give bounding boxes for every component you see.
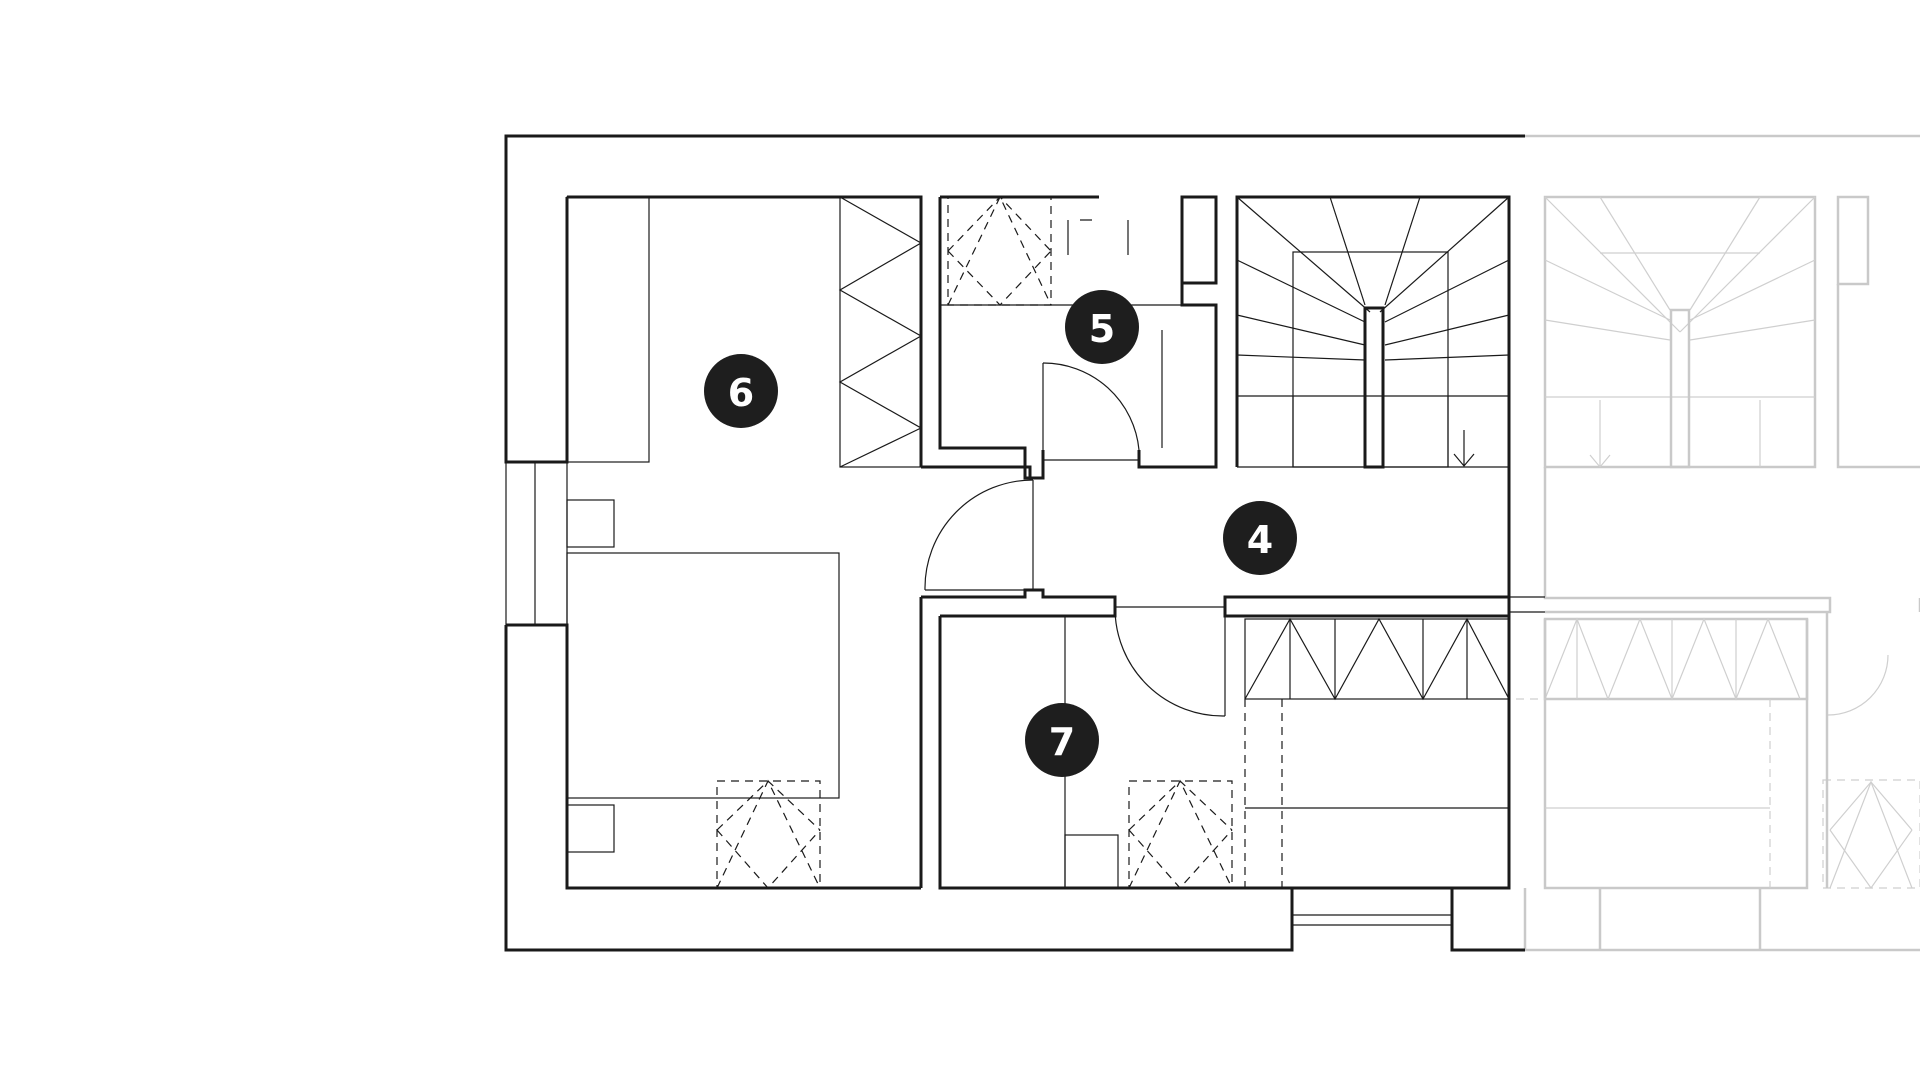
adjacent-unit-ghost — [1516, 134, 1920, 952]
staircase — [1235, 195, 1511, 597]
exterior-walls — [504, 134, 1525, 952]
room-marker-hall: 4 — [1223, 501, 1297, 575]
bedroom-main — [566, 195, 923, 890]
room-number-5: 5 — [1089, 307, 1115, 351]
window-left — [505, 462, 568, 625]
room-number-4: 4 — [1247, 518, 1273, 562]
room-number-6: 6 — [728, 371, 754, 415]
room-marker-bathroom: 5 — [1065, 290, 1139, 364]
bedroom-small — [938, 606, 1511, 890]
bathroom — [938, 195, 1218, 480]
room-marker-bedroom-small: 7 — [1025, 703, 1099, 777]
room-marker-bedroom-main: 6 — [704, 354, 778, 428]
room-number-7: 7 — [1049, 720, 1075, 764]
